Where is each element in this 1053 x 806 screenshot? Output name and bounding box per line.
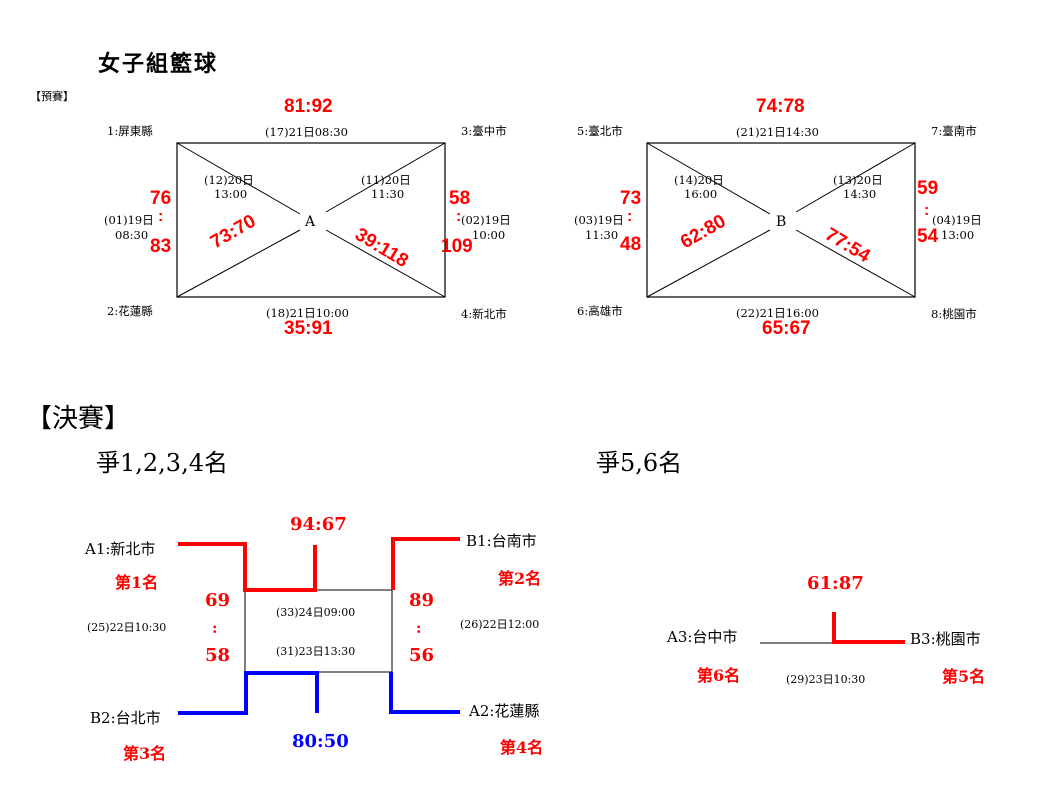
group-a-box [176,142,446,298]
team-a2: A2:花蓮縣 [469,702,540,720]
label-g25: (25)22日10:30 [87,621,167,634]
score-g25-colon: : [212,619,218,637]
label-g17: (17)21日08:30 [265,125,348,139]
label-g31: (31)23日13:30 [276,645,356,658]
label-g02-time: 10:00 [472,228,506,242]
label-g03-date: (03)19日 [574,213,624,227]
label-g11-time: 11:30 [371,187,405,201]
team-a1: A1:新北市 [85,540,156,558]
score-g29: 61:87 [807,573,864,594]
team-b1: B1:台南市 [466,532,537,550]
label-g18: (18)21日10:00 [266,306,349,320]
label-g22: (22)21日16:00 [736,306,819,320]
score-g03-top: 73 [620,188,642,209]
team-b2: B2:台北市 [90,709,161,727]
score-g17: 81:92 [284,96,333,117]
label-g13-time: 14:30 [843,187,877,201]
team-a3: A3:台中市 [667,628,738,646]
rank-5: 第5名 [942,667,986,686]
fifth-winner-path [832,612,905,644]
label-g01-time: 08:30 [115,228,149,242]
score-g21: 74:78 [756,96,805,117]
score-g18: 35:91 [284,318,333,339]
label-g04-time: 13:00 [941,228,975,242]
score-g02-top: 58 [449,188,471,209]
score-g25-bottom: 58 [205,645,231,666]
group-a-letter: A [305,214,316,230]
score-g25-top: 69 [205,590,231,611]
team-5: 5:臺北市 [577,124,623,138]
label-g03-time: 11:30 [585,228,619,242]
winner-path-right [391,537,460,590]
score-g03-colon: : [627,208,633,225]
team-b3: B3:桃園市 [910,630,981,648]
group-b-diag-2 [795,142,916,213]
label-g29: (29)23日10:30 [786,673,866,686]
label-g11-date: (11)20日 [361,173,411,187]
third-path-right [389,672,460,714]
score-g33: 94:67 [290,514,347,535]
score-g26-top: 89 [409,590,435,611]
score-g04-bottom: 54 [917,226,939,247]
score-g02-bottom: 109 [441,236,473,257]
rank-3: 第3名 [123,744,167,763]
finals-heading: 【決賽】 [26,404,131,434]
score-g22: 65:67 [762,318,811,339]
group-b-box [646,142,916,298]
score-g01-top: 76 [150,188,172,209]
label-g04-date: (04)19日 [932,213,982,227]
score-g01-colon: : [158,208,164,225]
score-g04-colon: : [924,202,930,219]
label-g33: (33)24日09:00 [276,606,356,619]
prelim-label: 【預賽】 [30,90,74,103]
label-g01-date: (01)19日 [104,213,154,227]
score-g26-colon: : [416,619,422,637]
score-g26-bottom: 56 [409,645,435,666]
label-g13-date: (13)20日 [833,173,883,187]
label-g21: (21)21日14:30 [736,125,819,139]
score-g01-bottom: 83 [150,236,172,257]
team-4: 4:新北市 [461,307,507,321]
rank-2: 第2名 [498,569,542,588]
score-g03-bottom: 48 [620,234,642,255]
group-b-diag-3 [646,229,771,298]
group-b-diag-4 [795,229,916,298]
team-3: 3:臺中市 [461,124,507,138]
label-g12-time: 13:00 [214,187,248,201]
team-6: 6:高雄市 [577,304,623,318]
group-a-diag-1 [176,142,301,215]
group-a-diag-2 [325,142,446,213]
group-b-letter: B [776,214,787,230]
team-2: 2:花蓮縣 [107,304,153,318]
group-b-diag-1 [646,142,771,215]
group-a-diag-3 [176,229,301,298]
score-g04-top: 59 [917,178,939,199]
score-g31: 80:50 [292,731,349,752]
label-g14-time: 16:00 [684,187,718,201]
team-8: 8:桃園市 [931,307,977,321]
label-g14-date: (14)20日 [674,173,724,187]
rank-1: 第1名 [115,573,159,592]
label-g02-date: (02)19日 [461,213,511,227]
score-g02-colon: : [456,208,462,225]
winner-path-left [178,542,317,592]
page-title: 女子組籃球 [98,52,219,77]
rank-6: 第6名 [697,666,741,685]
label-g12-date: (12)20日 [204,173,254,187]
group-a-diag-4 [325,229,446,298]
team-1: 1:屏東縣 [107,124,153,138]
team-7: 7:臺南市 [931,124,977,138]
bracket2-heading: 爭5,6名 [596,449,683,477]
bracket1-heading: 爭1,2,3,4名 [96,449,228,477]
third-path-left [178,671,319,715]
rank-4: 第4名 [500,738,544,757]
label-g26: (26)22日12:00 [460,618,540,631]
